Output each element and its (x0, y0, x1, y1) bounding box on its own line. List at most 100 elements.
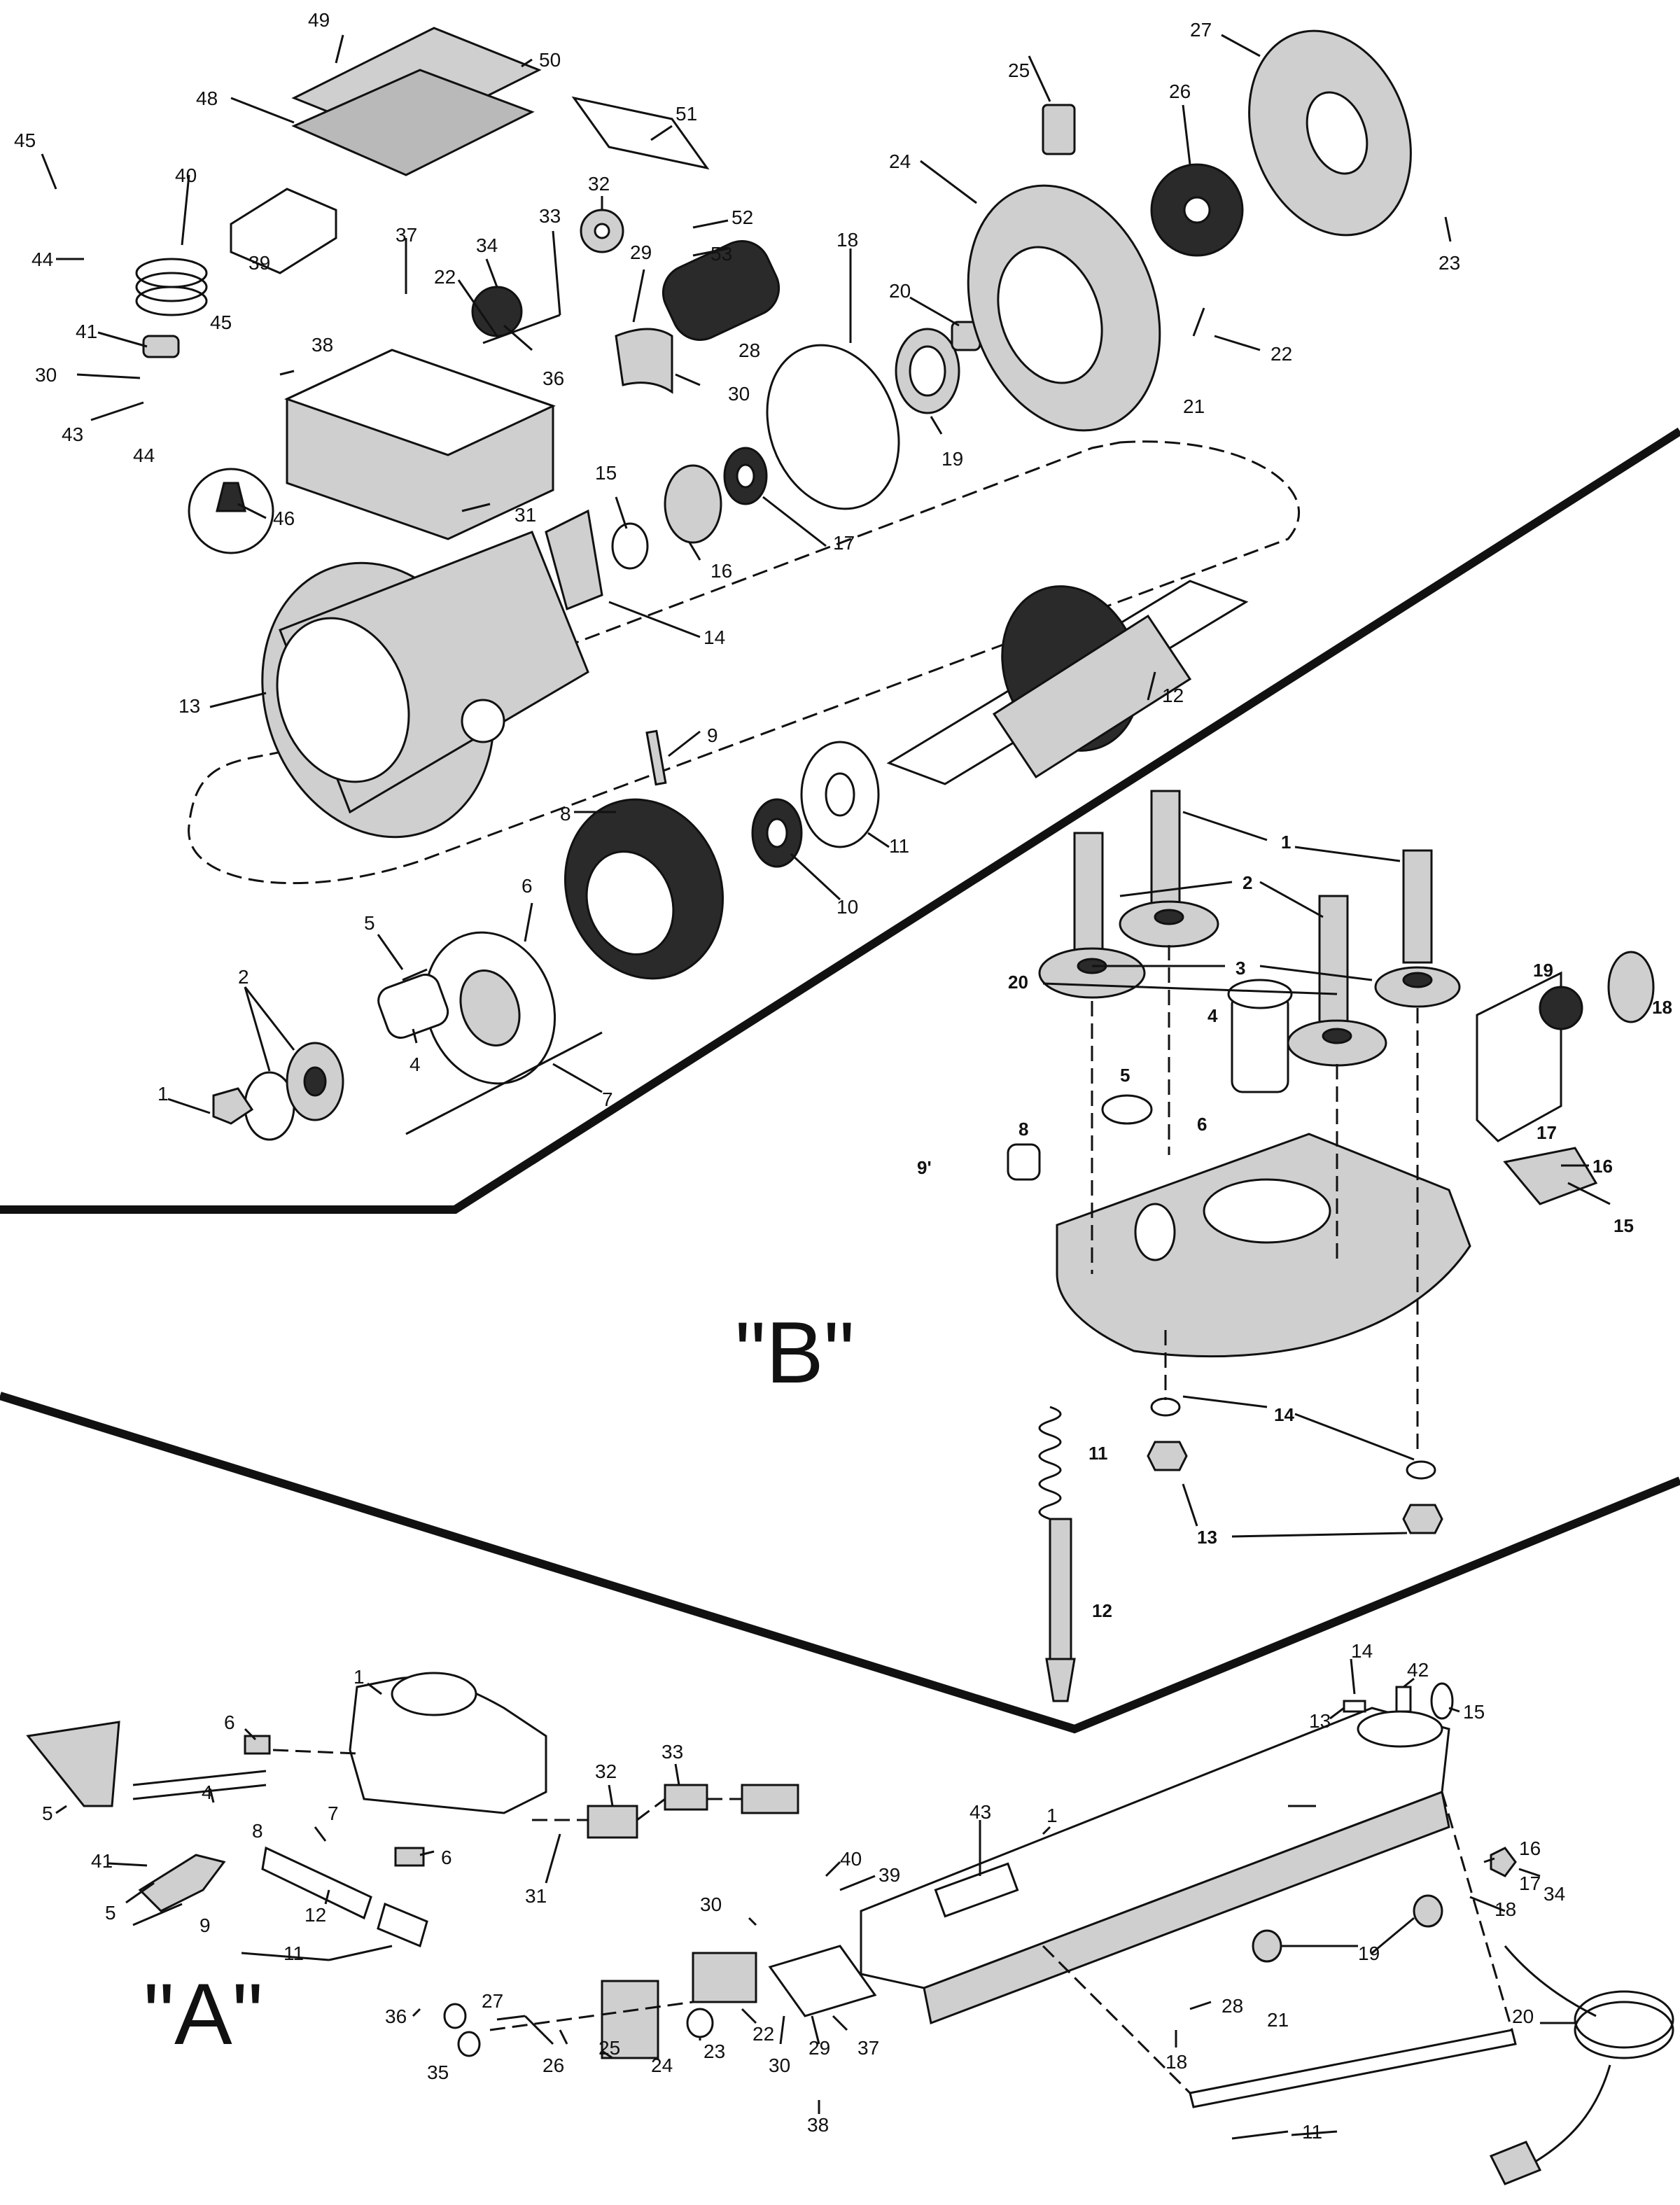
b-callout-17: 17 (1536, 1122, 1557, 1143)
callout-37: 37 (396, 224, 417, 246)
b-callout-2: 2 (1242, 872, 1252, 893)
a-callout-6b: 6 (441, 1847, 452, 1868)
callout-30b: 30 (728, 383, 750, 405)
a-callout-42: 42 (1407, 1659, 1429, 1681)
a-callout-43: 43 (969, 1801, 991, 1823)
a-callout-34: 34 (1544, 1883, 1565, 1905)
a-callout-14: 14 (1351, 1640, 1373, 1662)
callout-27: 27 (1190, 19, 1212, 41)
section-dividers (0, 427, 1680, 1734)
b-callout-3: 3 (1236, 958, 1245, 979)
callout-36: 36 (542, 368, 564, 389)
a-callout-32: 32 (595, 1760, 617, 1782)
callout-31: 31 (514, 504, 536, 526)
callout-44a: 44 (31, 248, 53, 270)
a-callout-8: 8 (252, 1820, 263, 1842)
a-callout-20: 20 (1512, 2005, 1534, 2027)
a-callout-18a: 18 (1494, 1898, 1516, 1920)
a-callout-11a: 11 (284, 1942, 304, 1964)
callout-28: 28 (738, 340, 760, 361)
a-callout-41: 41 (91, 1850, 113, 1872)
b-callout-13: 13 (1197, 1527, 1217, 1548)
callout-24: 24 (889, 150, 911, 172)
b-callout-12: 12 (1092, 1600, 1112, 1621)
callout-2: 2 (238, 966, 249, 988)
callout-38: 38 (312, 334, 333, 356)
capacitor (230, 188, 337, 274)
callout-41: 41 (76, 321, 97, 342)
a-callout-37: 37 (858, 2037, 879, 2059)
callout-45b: 45 (210, 312, 232, 333)
b-callout-18: 18 (1652, 997, 1672, 1018)
a-callout-39: 39 (878, 1864, 900, 1886)
callout-9: 9 (707, 724, 718, 746)
callout-51: 51 (676, 103, 697, 125)
section-a-assembly (26, 1672, 1674, 2185)
a-callout-23: 23 (704, 2040, 725, 2062)
b-callout-16: 16 (1592, 1156, 1613, 1177)
a-callout-27: 27 (482, 1990, 503, 2012)
a-callout-13: 13 (1309, 1710, 1331, 1732)
a-callout-38: 38 (807, 2114, 829, 2136)
section-a-leaders (55, 1658, 1575, 2140)
a-callout-7: 7 (328, 1802, 339, 1824)
a-callout-33: 33 (662, 1741, 683, 1763)
callout-10: 10 (836, 896, 858, 918)
a-callout-17: 17 (1519, 1872, 1541, 1894)
callout-44b: 44 (133, 444, 155, 466)
motor-leaders (41, 34, 1452, 1114)
b-callout-11: 11 (1088, 1443, 1108, 1464)
a-callout-28: 28 (1222, 1995, 1243, 2017)
a-callout-18b: 18 (1166, 2051, 1187, 2073)
cover-gasket (291, 69, 535, 176)
callout-32: 32 (588, 173, 610, 195)
callout-49: 49 (308, 9, 330, 31)
callout-6: 6 (522, 875, 533, 897)
callout-19: 19 (941, 448, 963, 470)
callout-15: 15 (595, 462, 617, 484)
callout-43: 43 (62, 424, 83, 445)
a-callout-5a: 5 (42, 1802, 53, 1824)
switch-housing-top (284, 349, 556, 456)
callout-45a: 45 (14, 130, 36, 151)
a-callout-22: 22 (752, 2023, 774, 2045)
b-callout-4: 4 (1208, 1005, 1218, 1026)
section-label-b: "B" (735, 1305, 855, 1401)
callout-4: 4 (410, 1054, 421, 1075)
callout-46: 46 (273, 507, 295, 529)
callout-1: 1 (158, 1083, 169, 1105)
callout-53: 53 (710, 243, 732, 265)
callout-7: 7 (602, 1088, 613, 1110)
shim-plate (571, 96, 710, 170)
callout-22a: 22 (434, 266, 456, 288)
a-callout-11b: 11 (1302, 2121, 1322, 2143)
section-b-assembly (1007, 790, 1655, 1702)
a-callout-40: 40 (840, 1848, 862, 1870)
callout-25: 25 (1008, 59, 1030, 81)
a-callout-31: 31 (525, 1885, 547, 1907)
callout-16: 16 (710, 560, 732, 582)
callout-34: 34 (476, 234, 498, 256)
callout-52: 52 (732, 206, 753, 228)
callout-29: 29 (630, 241, 652, 263)
b-callout-19: 19 (1533, 960, 1553, 981)
b-callout-14: 14 (1274, 1404, 1294, 1425)
a-callout-1b: 1 (1046, 1805, 1058, 1826)
callout-17: 17 (833, 532, 855, 554)
section-a-callout-labels: 1 6 5 4 41 5 9 12 11 7 8 6 31 32 33 30 4… (42, 1640, 1565, 2143)
b-callout-6: 6 (1197, 1114, 1207, 1135)
a-callout-36: 36 (385, 2005, 407, 2027)
a-callout-1a: 1 (354, 1666, 365, 1688)
callout-50: 50 (539, 49, 561, 71)
a-callout-5b: 5 (105, 1902, 116, 1924)
motor-callout-labels: 49 48 50 51 40 45 44 41 45 30 43 44 39 3… (14, 9, 1460, 1110)
b-callout-8: 8 (1018, 1119, 1028, 1140)
a-callout-15: 15 (1463, 1701, 1485, 1723)
callout-8: 8 (560, 803, 571, 825)
section-label-a: "A" (144, 1966, 263, 2063)
callout-48: 48 (196, 88, 218, 109)
callout-5: 5 (364, 912, 375, 934)
a-callout-4: 4 (202, 1782, 213, 1803)
a-callout-9: 9 (200, 1914, 211, 1936)
a-callout-12: 12 (304, 1904, 326, 1926)
